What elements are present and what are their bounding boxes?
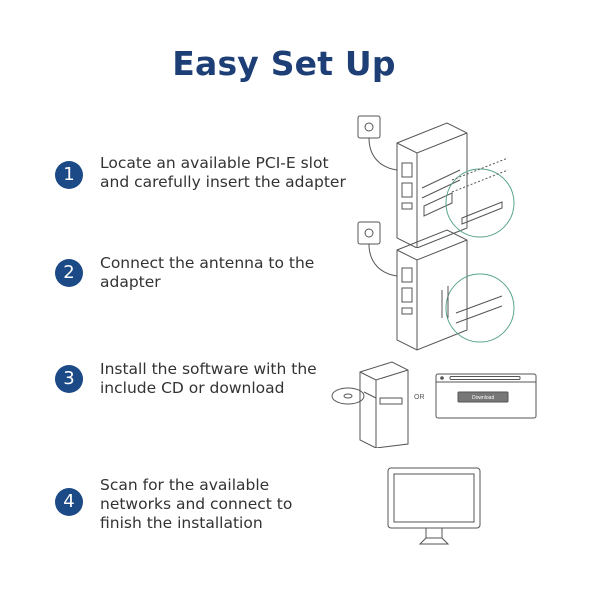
monitor-icon — [386, 466, 482, 548]
or-text: OR — [414, 394, 425, 401]
step-line: and carefully insert the adapter — [100, 173, 346, 191]
step-description: Scan for the available networks and conn… — [100, 476, 350, 533]
step-line: Locate an available PCI-E slot — [100, 154, 329, 172]
step-line: finish the installation — [100, 514, 263, 532]
step-number-badge: 3 — [55, 365, 83, 393]
browser-download-icon: OR Download — [414, 372, 540, 422]
step-line: Scan for the available — [100, 476, 270, 494]
step-number-badge: 4 — [55, 488, 83, 516]
step-line: Install the software with the — [100, 360, 317, 378]
step-line: networks and connect to — [100, 495, 293, 513]
step-line: Connect the antenna to the — [100, 254, 315, 272]
step-description: Install the software with the include CD… — [100, 360, 350, 398]
step-description: Locate an available PCI-E slot and caref… — [100, 154, 350, 192]
step-4: 4 Scan for the available networks and co… — [0, 476, 600, 586]
cd-drive-icon — [330, 358, 420, 448]
step-line: include CD or download — [100, 379, 285, 397]
step-1: 1 Locate an available PCI-E slot and car… — [0, 154, 600, 267]
step-number-badge: 2 — [55, 259, 83, 287]
step-number-badge: 1 — [55, 161, 83, 189]
step-2: 2 Connect the antenna to the adapter — [0, 254, 600, 367]
step-line: adapter — [100, 273, 161, 291]
pc-tower-with-card-icon — [352, 108, 522, 248]
download-button-label: Download — [472, 395, 494, 401]
pc-tower-with-antenna-icon — [352, 218, 522, 358]
page-title: Easy Set Up — [172, 44, 396, 83]
step-3: 3 Install the software with the include … — [0, 360, 600, 470]
step-description: Connect the antenna to the adapter — [100, 254, 350, 292]
